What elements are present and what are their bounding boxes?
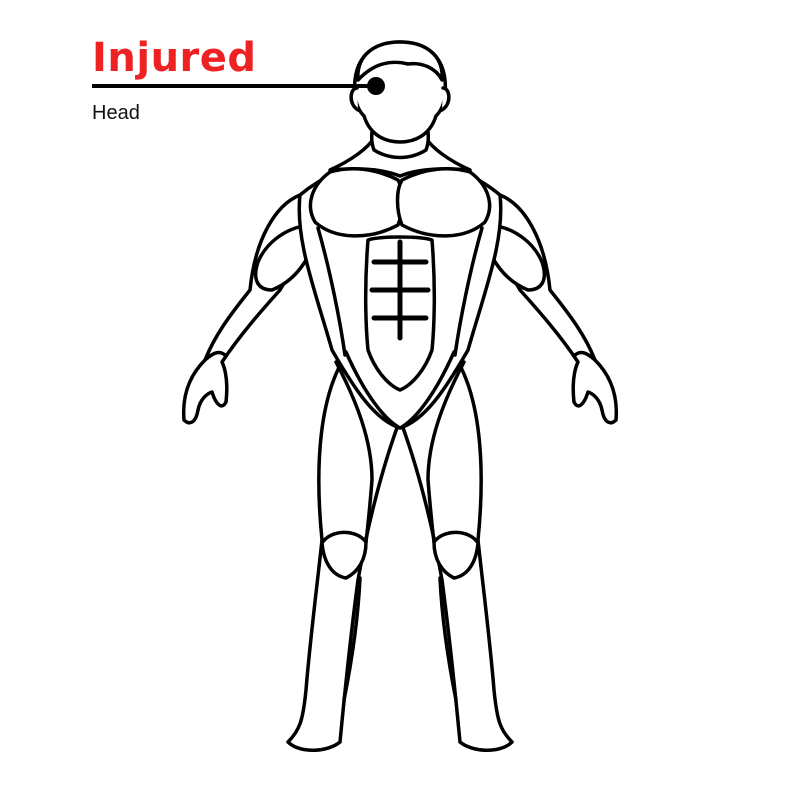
injured-body-part-label: Head [92,102,140,124]
right-arm [496,193,619,425]
right-oblique [453,226,484,357]
left-pec [308,166,405,238]
injury-marker [92,77,385,95]
right-thigh-line [426,360,466,544]
left-forearm-line [203,350,228,362]
human-figure [181,40,619,752]
left-arm [181,193,304,425]
groin [344,350,456,430]
left-shin-line [342,576,362,702]
injury-status-title: Injured [92,35,257,81]
right-knee [432,530,480,580]
left-thigh-line [334,360,374,544]
left-oblique [316,226,347,357]
injury-point [367,77,385,95]
right-forearm-line [572,350,597,362]
left-ear [349,86,360,112]
hair [356,40,444,82]
right-pec [395,166,492,238]
ab-lines [369,239,431,341]
left-knee [320,530,368,580]
right-ear [440,86,451,112]
right-shin-line [438,576,458,702]
